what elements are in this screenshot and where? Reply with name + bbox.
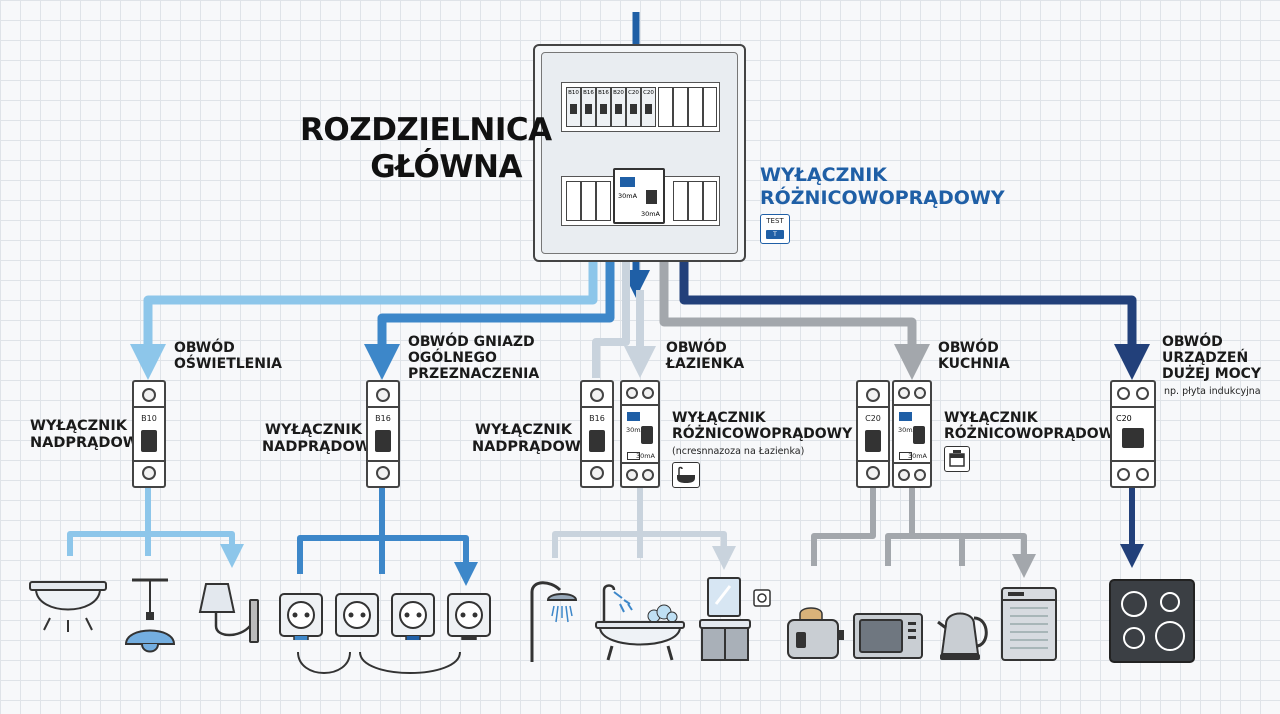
rail-breaker-2[interactable]: B16 — [581, 87, 596, 127]
main-rcd-module[interactable]: 30mA 30mA — [613, 168, 665, 224]
wire-high-power — [679, 262, 1150, 380]
induction-hob-icon — [1109, 579, 1195, 663]
sink-cabinet-icon — [699, 577, 771, 661]
wire-kitchen — [659, 262, 930, 380]
rcd-kitchen[interactable]: 30mA 30mA — [892, 380, 932, 488]
bathtub-small-icon — [672, 462, 700, 488]
rcd-bathroom[interactable]: 30mA 30mA — [620, 380, 660, 488]
note-high-power: np. płyta indukcyjna — [1164, 386, 1261, 397]
socket-icon — [335, 593, 379, 637]
socket-icon — [391, 593, 435, 640]
rail-breaker-5[interactable]: C20 — [626, 87, 641, 127]
wire-bathroom — [592, 262, 630, 378]
blank-module — [673, 87, 688, 127]
toaster-icon — [787, 607, 844, 659]
blank-module — [703, 87, 717, 127]
pendant-lamp-icon — [124, 578, 176, 653]
blank-module — [658, 87, 673, 127]
blank-module — [688, 87, 703, 127]
breaker-lighting[interactable]: B10 — [132, 380, 166, 488]
kettle-icon — [937, 612, 988, 660]
breaker-high-power[interactable]: C20 — [1110, 380, 1156, 488]
rail-breaker-4[interactable]: B20 — [611, 87, 626, 127]
breaker-row: B10 B16 B16 B20 C20 C20 — [561, 82, 720, 132]
breaker-kitchen[interactable]: C20 — [856, 380, 890, 488]
rail-breaker-6[interactable]: C20 — [641, 87, 656, 127]
shower-icon — [530, 581, 578, 662]
breaker-sockets[interactable]: B16 — [366, 380, 400, 488]
wall-lamp-icon — [198, 583, 259, 643]
socket-icon — [447, 593, 491, 640]
appliance-small-icon — [944, 446, 970, 472]
dishwasher-icon — [1001, 587, 1057, 661]
rcd-note-bathroom: (ncresnnazoza na Łazienka) — [672, 446, 805, 457]
rail-breaker-3[interactable]: B16 — [596, 87, 611, 127]
bathtub-icon — [595, 584, 685, 661]
main-distribution-board: B10 B16 B16 B20 C20 C20 30mA 30mA — [533, 44, 746, 262]
rail-breaker-1[interactable]: B10 — [566, 87, 581, 127]
wire-lighting — [130, 262, 598, 380]
ceiling-lamp-icon — [29, 581, 107, 632]
wire-sockets — [364, 262, 615, 380]
breaker-bathroom[interactable]: B16 — [580, 380, 614, 488]
microwave-icon — [853, 613, 923, 659]
socket-icon — [279, 593, 323, 640]
